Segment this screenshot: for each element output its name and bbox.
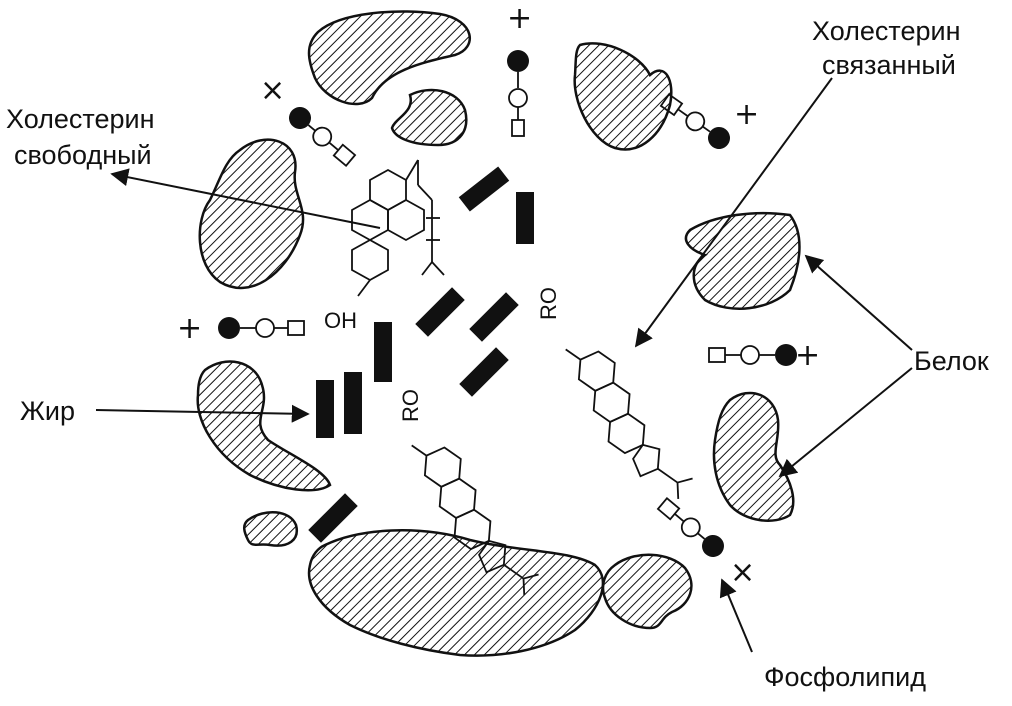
fat-molecules [308,166,534,543]
protein-leader-upper [804,254,913,351]
phospholipid-label: Фосфолипид [764,662,926,692]
protein-blobs [196,10,801,657]
bound-cholesterol-label-line1: Холестерин [812,16,961,46]
protein-blob [573,42,673,151]
protein-blob [243,511,299,547]
bound-cholesterol-molecule [411,444,539,595]
fat-bar [459,347,509,397]
cross-charge-icon: × [260,73,285,108]
protein-blob [684,211,801,310]
positive-charge-icon: + [177,311,202,346]
fat-bar [415,287,465,337]
protein-blob [390,88,468,147]
protein-leader-lower [778,367,913,478]
positive-charge-icon: + [507,1,532,36]
protein-label: Белок [914,346,989,376]
protein-blob [307,10,471,106]
phospholipid-molecule [656,496,724,557]
protein-blob [198,138,305,289]
fat-bar [344,372,362,434]
cross-charge-icon: × [730,555,755,590]
phospholipid-molecule [289,107,357,168]
bound-cholesterol-molecule [565,348,693,499]
leader-lines [95,77,913,653]
fat-bar [458,166,510,212]
positive-charge-icon: + [795,338,820,373]
fat-bar [374,322,392,382]
free-cholesterol-label-line1: Холестерин [6,104,155,134]
phospholipids: + × + + [177,1,820,590]
fat-bar [516,192,534,244]
protein-blob [601,553,693,630]
hydroxyl-label: OH [324,308,357,333]
phospholipid-molecule: + [708,338,820,373]
ester-label: RO [398,389,423,422]
phospholipid-molecule: + [177,311,305,346]
protein-blob [712,391,795,522]
ester-label: RO [536,287,561,320]
phospholipid-leader [719,578,753,653]
bound-cholesterol-leader [634,77,833,348]
free-cholesterol-label-line2: свободный [14,140,152,170]
fat-bar [308,493,358,543]
fat-bar [469,292,519,342]
fat-leader [95,404,310,423]
labels: Холестерин связанный Холестерин свободны… [6,16,989,692]
fat-label: Жир [20,396,75,426]
free-cholesterol-leader [110,168,381,229]
protein-blob [196,360,332,492]
positive-charge-icon: + [734,97,759,132]
fat-bar [316,380,334,438]
phospholipid-molecule: + [507,1,532,137]
protein-blob [307,529,605,657]
free-cholesterol-molecule: OH [324,159,445,333]
bound-cholesterol-label-line2: связанный [822,50,956,80]
phospholipid-molecule [659,93,730,149]
